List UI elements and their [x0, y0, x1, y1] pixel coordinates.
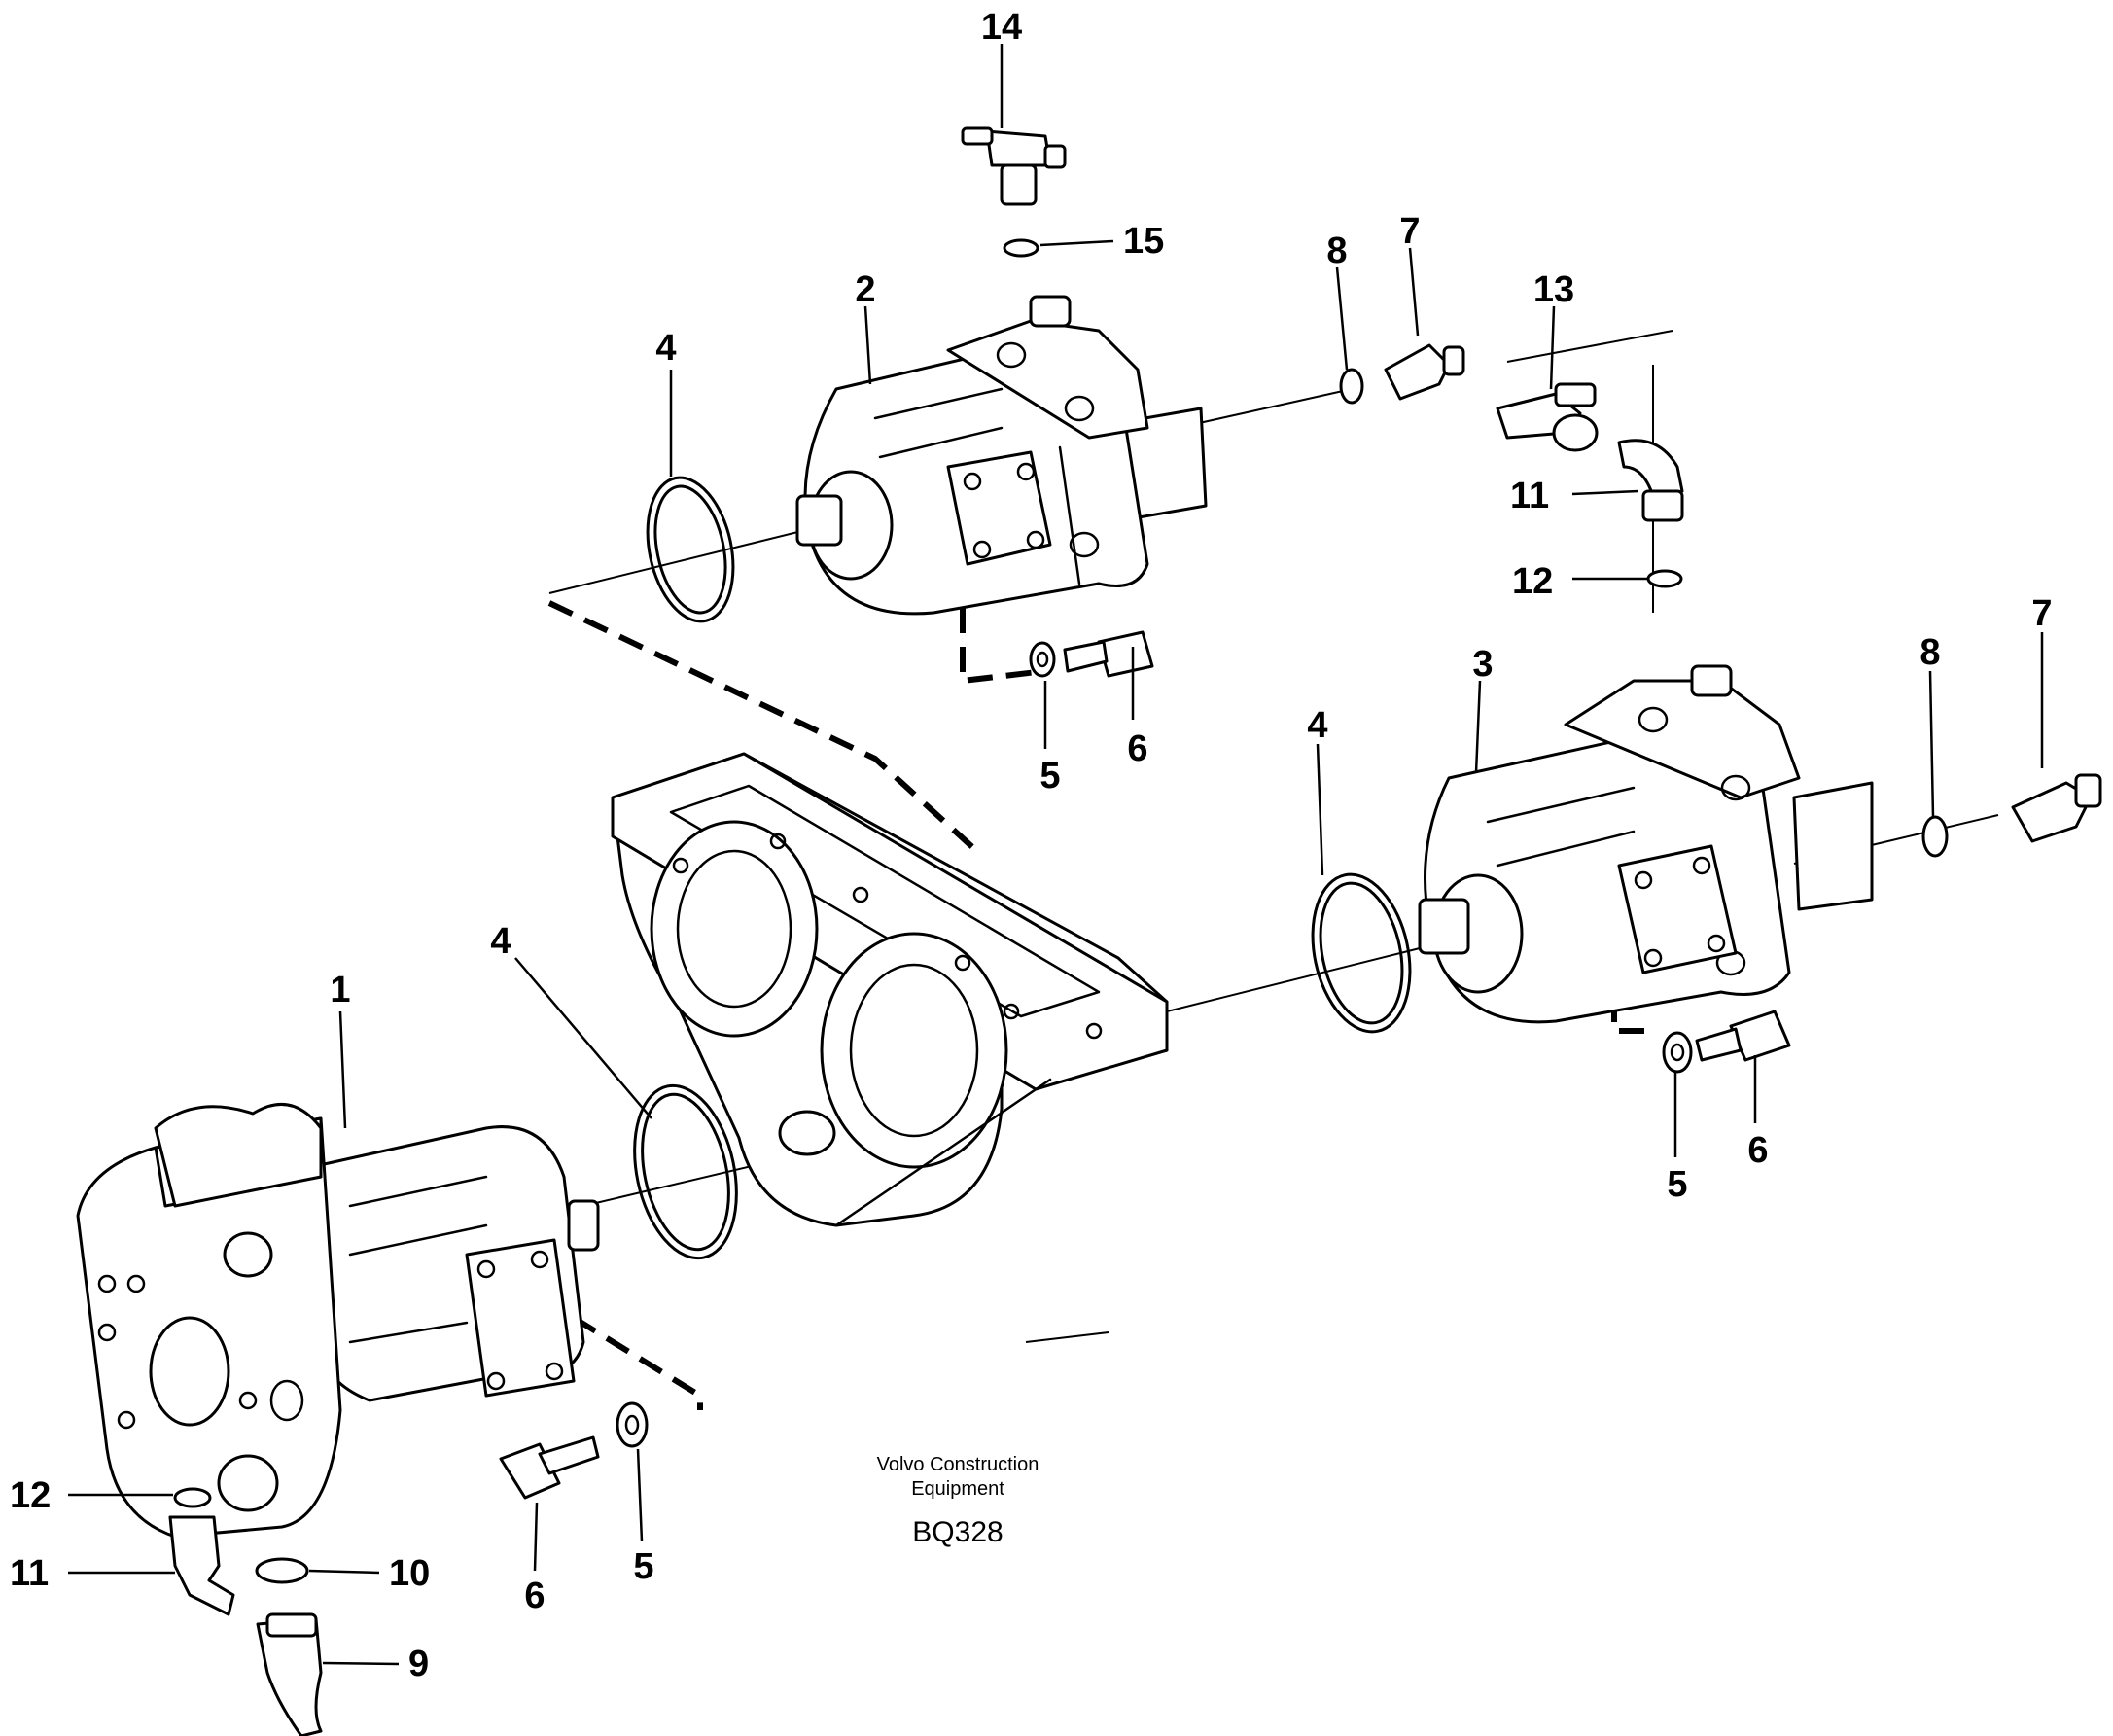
right-hydraulic-motor: [1418, 664, 1874, 1024]
washer-15: [1003, 238, 1039, 258]
bolt-washer-5-6-upper: [1029, 630, 1154, 678]
callout-12-lower: 12: [10, 1475, 51, 1516]
callout-5-upper: 5: [1039, 756, 1060, 797]
callout-6-right: 6: [1747, 1130, 1768, 1171]
upper-hydraulic-motor: [795, 295, 1208, 616]
callout-4-lower: 4: [490, 921, 511, 962]
callout-5-right: 5: [1667, 1164, 1687, 1205]
bolt-washer-8-7-right: [1921, 773, 2102, 858]
callout-6-upper: 6: [1127, 728, 1147, 769]
callout-8-right: 8: [1919, 632, 1940, 673]
callout-5-lower: 5: [633, 1546, 653, 1587]
left-hydraulic-pump: [76, 1102, 600, 1539]
figure-code: BQ328: [912, 1516, 1003, 1548]
callout-4-upper: 4: [655, 328, 676, 369]
callout-14: 14: [981, 7, 1022, 48]
callout-leaders: [68, 44, 2044, 1666]
figure-caption: Volvo Construction Equipment BQ328: [877, 1454, 1039, 1548]
callout-6-lower: 6: [524, 1576, 545, 1616]
elbow-11-upper: [1617, 439, 1684, 522]
elbow-9: [256, 1612, 323, 1736]
elbow-13: [1496, 382, 1599, 452]
center-gear-housing: [611, 752, 1169, 1227]
fittings-12-11-lower: [168, 1487, 235, 1616]
brand-line-1: Volvo Construction: [877, 1454, 1039, 1475]
bolt-washer-8-7-upper: [1339, 343, 1465, 405]
callout-11-lower: 11: [10, 1553, 49, 1594]
callout-7-right: 7: [2031, 593, 2052, 634]
fitting-14-tee: [961, 126, 1067, 206]
bolt-washer-5-6-right: [1662, 1010, 1791, 1074]
washer-12-upper: [1646, 569, 1683, 588]
callout-3: 3: [1472, 644, 1493, 685]
washer-10: [255, 1557, 309, 1584]
callout-4-right: 4: [1307, 705, 1327, 746]
callout-12-upper: 12: [1512, 561, 1553, 602]
callout-2: 2: [855, 269, 875, 310]
callout-13: 13: [1533, 269, 1574, 310]
callout-7-upper: 7: [1399, 211, 1420, 252]
bolt-washer-6-5-lower: [499, 1401, 649, 1500]
callout-8-upper: 8: [1326, 230, 1347, 271]
callout-10: 10: [389, 1553, 430, 1594]
brand-line-2: Equipment: [911, 1478, 1004, 1500]
o-rings: [633, 476, 1412, 1260]
callout-1: 1: [330, 970, 350, 1010]
callout-numbers: 14 15 2 4 8 7 13 11 12 5 6 3 4 8 7 5 6 1…: [10, 7, 2053, 1684]
callout-11-upper: 11: [1510, 476, 1549, 516]
callout-15: 15: [1123, 221, 1164, 262]
callout-9: 9: [408, 1644, 429, 1684]
